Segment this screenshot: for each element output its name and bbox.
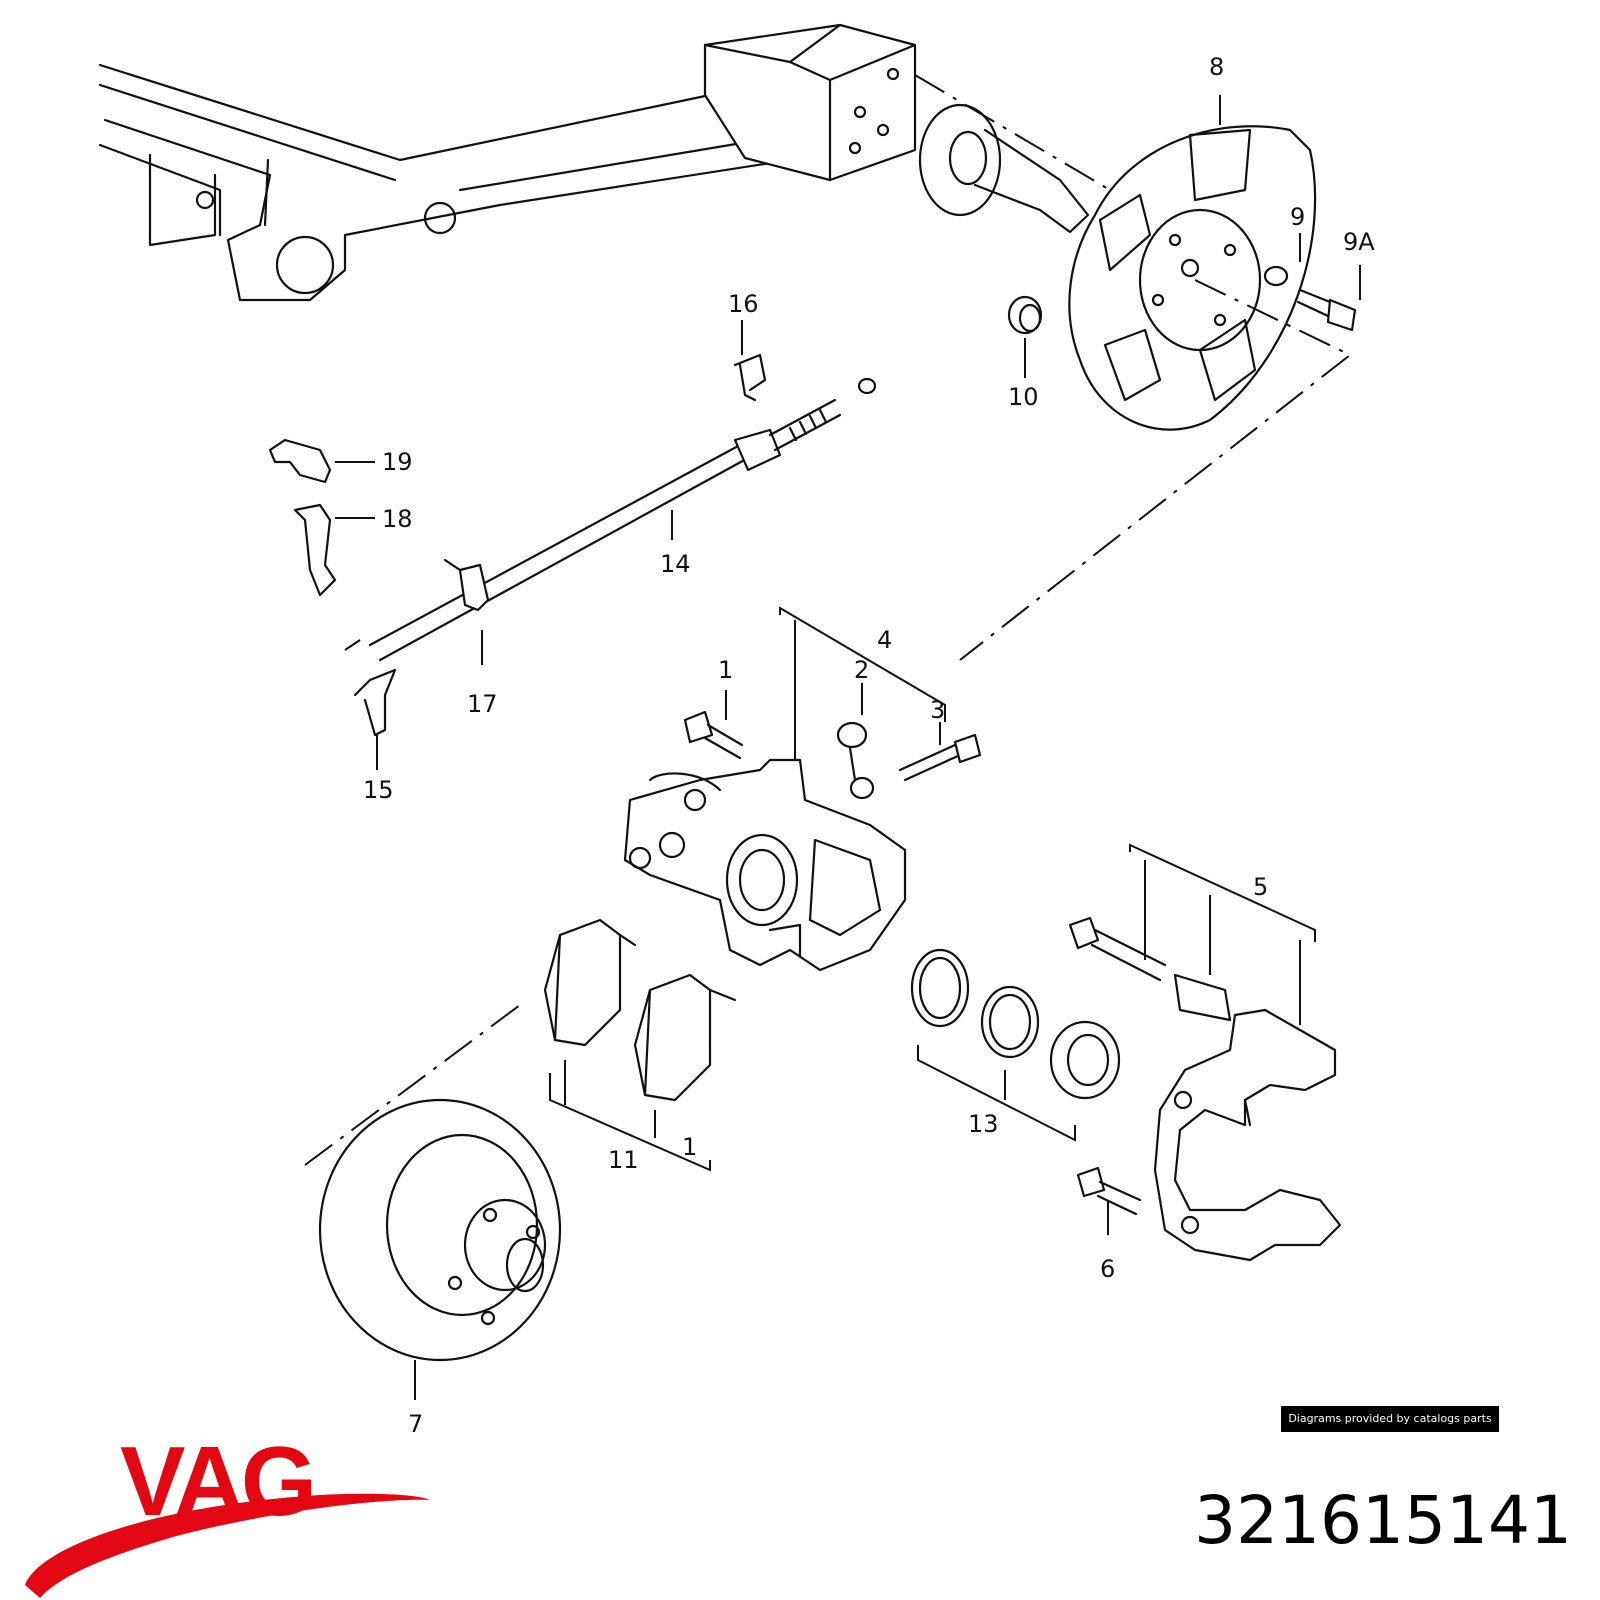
stub-axle-8	[914, 74, 1111, 234]
callout-14: 14	[660, 550, 691, 578]
bolt-6	[1076, 1166, 1142, 1216]
clip-17	[443, 558, 490, 612]
callout-13: 13	[968, 1110, 999, 1138]
callout-16: 16	[728, 290, 759, 318]
brake-disc-7	[304, 1004, 562, 1362]
brake-pads-11	[543, 918, 737, 1102]
callout-17: 17	[467, 690, 498, 718]
plug-10	[1007, 295, 1043, 335]
handbrake-cable-14	[368, 377, 877, 662]
clip-15	[353, 668, 397, 737]
callout-3: 3	[930, 696, 945, 724]
part-number: 321615141	[1194, 1482, 1572, 1559]
callout-1-bolt: 1	[718, 656, 733, 684]
callout-10: 10	[1008, 383, 1039, 411]
caliper-carrier	[1153, 1008, 1342, 1262]
callout-1-pad: 1	[682, 1133, 697, 1161]
callout-11: 11	[608, 1146, 639, 1174]
guide-bolt-5	[1068, 916, 1232, 1022]
rear-axle-beam	[98, 23, 917, 302]
screw-3	[898, 733, 982, 782]
caliper-housing	[623, 758, 907, 972]
callout-9: 9	[1290, 203, 1305, 231]
clip-16	[733, 353, 767, 402]
washer-9	[1263, 265, 1289, 287]
callout-18: 18	[382, 505, 413, 533]
callout-2: 2	[854, 656, 869, 684]
diagram-credit-label: Diagrams provided by catalogs parts	[1281, 1406, 1499, 1432]
seal-kit-13	[910, 948, 1121, 1100]
clip-18	[293, 503, 337, 597]
callout-9a: 9A	[1343, 228, 1375, 256]
bleeder-valve-2	[836, 721, 875, 800]
vag-logo-text: VAG	[120, 1426, 317, 1536]
callout-15: 15	[363, 776, 394, 804]
callout-8: 8	[1209, 53, 1224, 81]
clip-19	[268, 438, 332, 484]
callout-6: 6	[1100, 1255, 1115, 1283]
callout-5: 5	[1253, 873, 1268, 901]
callout-7: 7	[408, 1410, 423, 1438]
callout-19: 19	[382, 448, 413, 476]
callout-4: 4	[877, 626, 892, 654]
backing-plate	[959, 125, 1352, 661]
bolt-1	[683, 710, 744, 760]
vag-logo-swoosh	[25, 1493, 430, 1598]
bolt-9a	[1296, 288, 1357, 332]
